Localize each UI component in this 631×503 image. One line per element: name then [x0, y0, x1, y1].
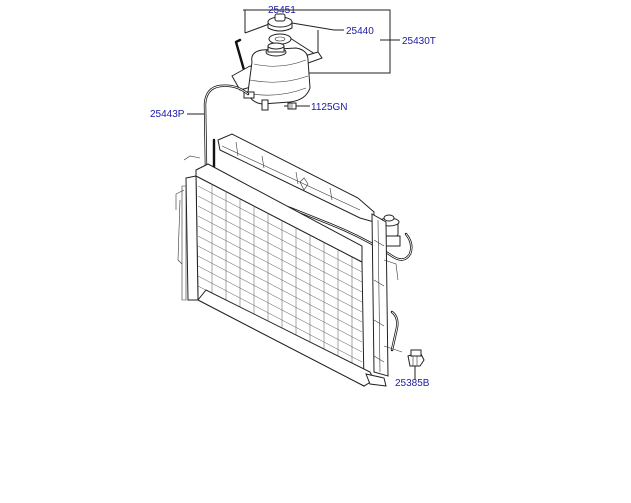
label-cap: 25451	[268, 5, 296, 16]
condenser-fins	[197, 184, 363, 379]
radiator-assembly	[175, 133, 403, 387]
cap-seal	[268, 33, 292, 45]
label-overflow-hose: 25443P	[150, 109, 185, 120]
label-seal: 25440	[346, 26, 374, 37]
label-drain-plug: 25385B	[395, 378, 430, 389]
label-bolt: 1125GN	[311, 102, 348, 113]
mounting-bolt	[284, 102, 297, 110]
reservoir-cap	[267, 13, 293, 32]
label-reservoir-assy: 25430T	[402, 36, 436, 47]
callout-lines	[187, 9, 416, 380]
coolant-reservoir	[231, 42, 323, 111]
drain-plug	[407, 349, 425, 367]
